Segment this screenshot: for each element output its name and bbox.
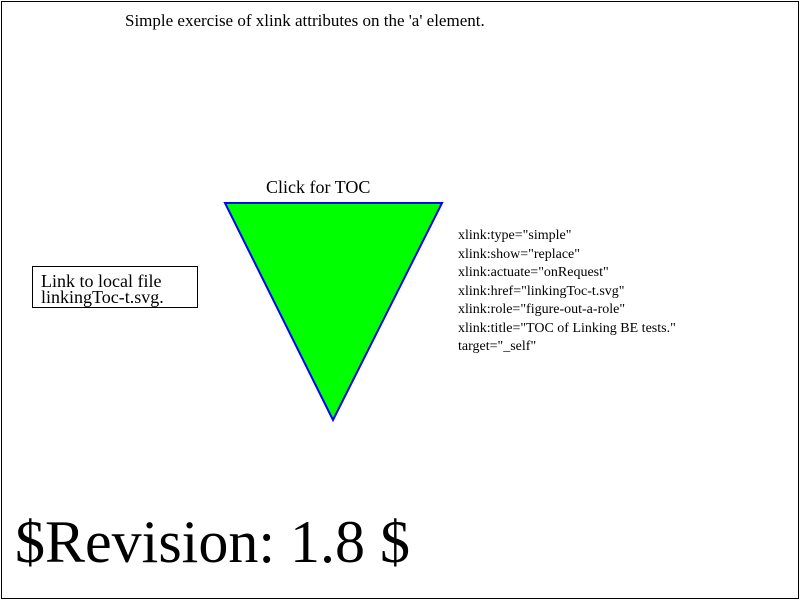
attribute-target: target="_self" xyxy=(458,339,537,354)
page-heading: Simple exercise of xlink attributes on t… xyxy=(125,11,485,30)
attribute-show: xlink:show="replace" xyxy=(458,246,580,262)
local-link-line-1: Link to local file xyxy=(41,271,162,291)
attribute-type: xlink:type="simple" xyxy=(458,228,572,243)
local-file-link[interactable]: Link to local file linkingToc-t.svg. xyxy=(32,266,198,308)
attribute-role: xlink:role="figure-out-a-role" xyxy=(458,302,626,317)
revision-label: $Revision: 1.8 $ xyxy=(15,509,411,575)
attribute-title: xlink:title="TOC of Linking BE tests." xyxy=(458,320,676,336)
attribute-href: xlink:href="linkingToc-t.svg" xyxy=(458,283,625,299)
local-link-line-2: linkingToc-t.svg. xyxy=(41,287,164,307)
attribute-actuate: xlink:actuate="onRequest" xyxy=(458,265,609,280)
toc-link-triangle[interactable] xyxy=(223,202,444,423)
xlink-attribute-list: xlink:type="simple" xlink:show="replace"… xyxy=(458,227,676,357)
toc-link-label: Click for TOC xyxy=(266,177,371,197)
